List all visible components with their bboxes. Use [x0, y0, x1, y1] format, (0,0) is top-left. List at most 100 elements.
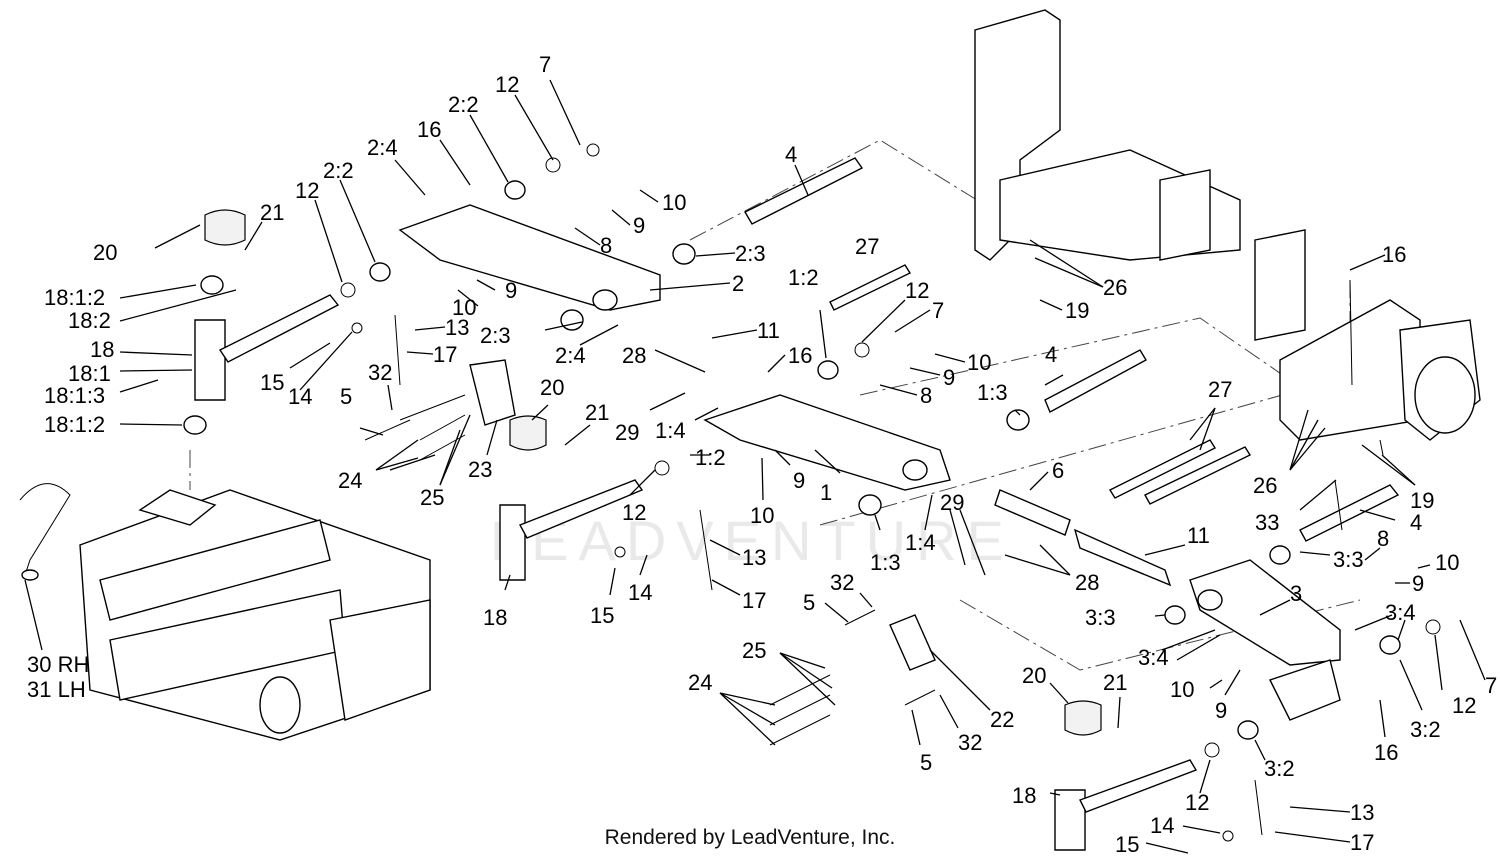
callout-label: 1:4 — [905, 530, 936, 555]
callout-label: 12 — [905, 278, 929, 303]
callout-label: 10 — [967, 350, 991, 375]
callout-label: 20 — [1022, 663, 1046, 688]
callout-label: 12 — [1452, 693, 1476, 718]
callout-label: 18 — [1012, 783, 1036, 808]
pivot-pins — [744, 157, 1400, 542]
callout-label: 16 — [788, 343, 812, 368]
callout-label: 17 — [742, 588, 766, 613]
callout-label: 32 — [368, 360, 392, 385]
callout-label: 21 — [585, 400, 609, 425]
callout-label: 17 — [433, 342, 457, 367]
callout-label: 19 — [1410, 488, 1434, 513]
callout-label: 3 — [1290, 581, 1302, 606]
callout-label: 33 — [1255, 510, 1279, 535]
callout-label: 1:3 — [870, 550, 901, 575]
callout-label: 31 LH — [27, 677, 86, 702]
callout-label: 2:3 — [480, 323, 511, 348]
callout-label: 10 — [662, 190, 686, 215]
hardware — [340, 143, 1441, 842]
callout-label: 2:2 — [448, 92, 479, 117]
callout-label: 8 — [1377, 526, 1389, 551]
callout-label: 25 — [742, 638, 766, 663]
callout-label: 29 — [615, 420, 639, 445]
callout-label: 27 — [1208, 377, 1232, 402]
callout-label: 1:2 — [788, 265, 819, 290]
callout-label: 6 — [1052, 458, 1064, 483]
callout-label: 28 — [622, 343, 646, 368]
callout-label: 2 — [732, 271, 744, 296]
callout-label: 19 — [1065, 298, 1089, 323]
callout-label: 16 — [1382, 242, 1406, 267]
callout-label: 18:1:2 — [44, 412, 105, 437]
callout-label: 5 — [803, 590, 815, 615]
callout-label: 32 — [830, 570, 854, 595]
callout-label: 4 — [1410, 510, 1422, 535]
callout-label: 18:1:3 — [44, 383, 105, 408]
callout-label: 1:3 — [977, 380, 1008, 405]
callout-label: 4 — [1045, 342, 1057, 367]
callout-label: 18:1 — [68, 361, 111, 386]
callout-label: 10 — [750, 503, 774, 528]
callout-label: 22 — [990, 707, 1014, 732]
callout-label: 9 — [793, 468, 805, 493]
callout-label: 15 — [260, 370, 284, 395]
callout-label: 16 — [1374, 740, 1398, 765]
callout-label: 3:4 — [1138, 645, 1169, 670]
callout-label: 28 — [1075, 570, 1099, 595]
callout-label: 3:4 — [1385, 600, 1416, 625]
callout-label: 12 — [295, 178, 319, 203]
callout-label: 1:2 — [695, 445, 726, 470]
callout-label: 5 — [920, 750, 932, 775]
callout-label: 13 — [445, 315, 469, 340]
callout-label: 21 — [1103, 670, 1127, 695]
callout-label: 20 — [93, 240, 117, 265]
callout-label: 17 — [1350, 830, 1374, 855]
callout-label: 9 — [943, 365, 955, 390]
callout-label: 24 — [688, 670, 712, 695]
callout-label: 9 — [1215, 698, 1227, 723]
callout-labels: 7 12 2:2 16 2:4 12 2:2 21 20 4 10 9 8 2:… — [27, 52, 1497, 857]
callout-label: 23 — [468, 457, 492, 482]
callout-label: 18 — [90, 337, 114, 362]
callout-label: 32 — [958, 730, 982, 755]
callout-label: 10 — [1170, 677, 1194, 702]
callout-label: 15 — [1115, 832, 1139, 857]
caps — [204, 209, 1102, 736]
traction-unit-frame — [974, 9, 1481, 441]
callout-label: 12 — [495, 72, 519, 97]
callout-label: 16 — [417, 117, 441, 142]
callout-label: 26 — [1103, 275, 1127, 300]
callout-label: 3:2 — [1264, 756, 1295, 781]
callout-label: 24 — [338, 468, 362, 493]
callout-label: 18:2 — [68, 308, 111, 333]
callout-label: 18:1:2 — [44, 285, 105, 310]
lift-arms — [398, 204, 1341, 721]
callout-label: 20 — [540, 375, 564, 400]
leader-lines — [24, 79, 1486, 854]
callout-label: 9 — [1412, 571, 1424, 596]
callout-label: 10 — [1435, 550, 1459, 575]
callout-label: 2:3 — [735, 241, 766, 266]
callout-label: 1:4 — [655, 418, 686, 443]
callout-label: 15 — [590, 603, 614, 628]
callout-label: 2:2 — [323, 158, 354, 183]
callout-label: 10 — [452, 295, 476, 320]
callout-label: 26 — [1253, 473, 1277, 498]
callout-label: 29 — [940, 490, 964, 515]
callout-label: 9 — [633, 213, 645, 238]
footer-credit: Rendered by LeadVenture, Inc. — [604, 826, 896, 849]
callout-label: 25 — [420, 485, 444, 510]
callout-label: 12 — [622, 500, 646, 525]
callout-label: 14 — [288, 384, 312, 409]
callout-label: 4 — [785, 142, 797, 167]
callout-label: 8 — [920, 383, 932, 408]
callout-label: 11 — [1187, 523, 1210, 548]
callout-label: 18 — [483, 605, 507, 630]
callout-label: 8 — [600, 233, 612, 258]
callout-label: 13 — [742, 545, 766, 570]
callout-label: 5 — [340, 384, 352, 409]
bushings — [183, 180, 1401, 740]
callout-label: 7 — [539, 52, 551, 77]
callout-label: 3:3 — [1333, 547, 1364, 572]
